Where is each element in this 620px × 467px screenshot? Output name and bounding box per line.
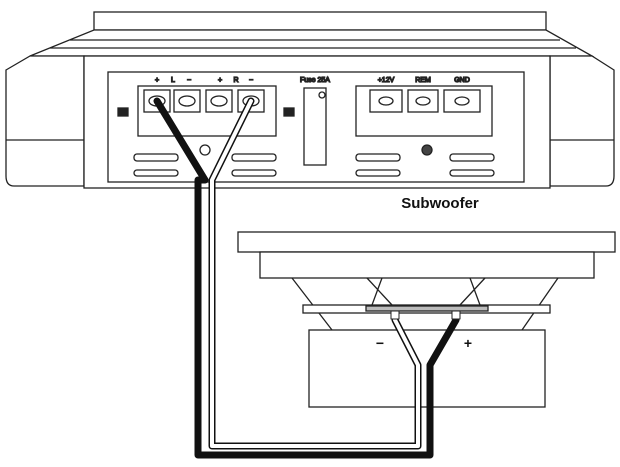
channel-tag xyxy=(117,107,129,117)
minus-label: − xyxy=(376,335,384,351)
vent-slot xyxy=(355,169,401,177)
adjust-knob xyxy=(421,144,433,156)
vent-slot xyxy=(449,169,495,177)
amp-left-end xyxy=(5,55,85,187)
amp-right-end xyxy=(549,55,615,187)
terminal-label: − xyxy=(187,77,191,84)
terminal-screw xyxy=(210,95,228,107)
subwoofer-title: Subwoofer xyxy=(401,195,479,212)
terminal-label: + xyxy=(218,77,222,84)
subwoofer-frame xyxy=(237,231,616,253)
subwoofer-cone xyxy=(291,277,559,331)
power-label: GND xyxy=(454,77,470,84)
terminal-label: R xyxy=(233,77,238,84)
amp-top-plate xyxy=(93,11,547,31)
amp-heatsink xyxy=(29,29,595,57)
vent-slot xyxy=(449,153,495,162)
channel-tag xyxy=(283,107,295,117)
terminal-label: + xyxy=(155,77,159,84)
fuse-label: Fuse 25A xyxy=(300,77,330,84)
terminal-label: L xyxy=(171,77,175,84)
subwoofer-basket xyxy=(259,251,595,279)
power-terminal-screw xyxy=(454,96,470,106)
terminal-screw xyxy=(178,95,196,107)
vent-slot xyxy=(231,153,277,162)
amplifier: + L − + R − Fuse 25A +12V REM GND xyxy=(5,11,615,189)
power-terminal-screw xyxy=(415,96,431,106)
vent-slot xyxy=(133,153,179,162)
positive-connector xyxy=(451,310,461,320)
vent-slot xyxy=(133,169,179,177)
negative-wire xyxy=(210,99,420,448)
positive-wire xyxy=(153,97,460,459)
fuse xyxy=(303,87,327,166)
negative-connector xyxy=(390,310,400,320)
vent-slot xyxy=(355,153,401,162)
gain-knob xyxy=(199,144,211,156)
subwoofer-lead-wires xyxy=(366,277,486,306)
subwoofer-terminal-strip xyxy=(365,305,489,312)
vent-slot xyxy=(231,169,277,177)
fuse-indicator xyxy=(318,91,326,99)
power-terminal-screw xyxy=(378,96,394,106)
terminal-label: − xyxy=(249,77,253,84)
power-label: REM xyxy=(415,77,431,84)
power-label: +12V xyxy=(378,77,395,84)
plus-label: + xyxy=(464,335,472,351)
